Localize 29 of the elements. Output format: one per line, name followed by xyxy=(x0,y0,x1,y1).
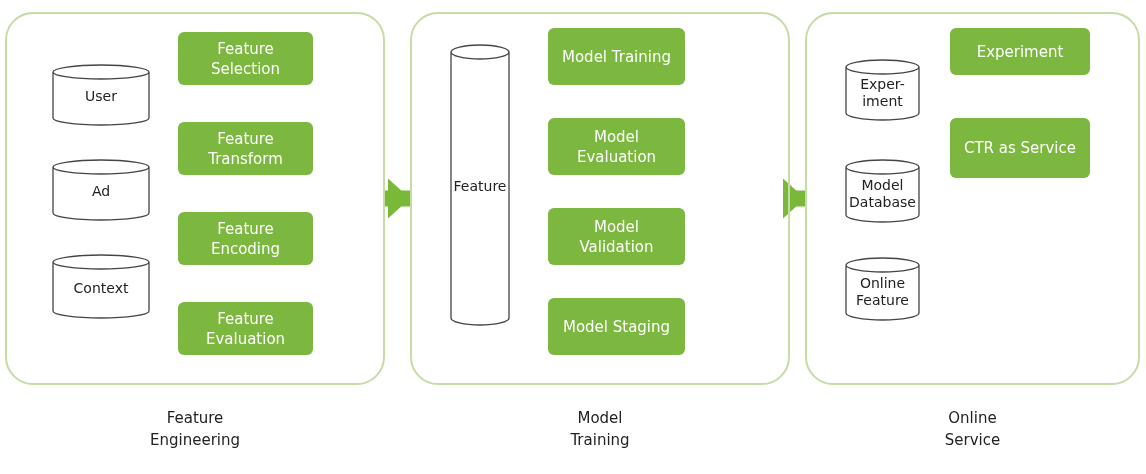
cylinder-label: Context xyxy=(73,279,129,297)
cylinder-label: Online Feature xyxy=(855,275,910,310)
arrow xyxy=(385,178,410,219)
process-box: Model Evaluation xyxy=(548,118,685,175)
database-cylinder xyxy=(52,160,150,220)
database-cylinder xyxy=(52,65,150,125)
process-box: CTR as Service xyxy=(950,118,1090,178)
process-box: Feature Evaluation xyxy=(178,302,313,355)
database-cylinder xyxy=(52,255,150,318)
database-cylinder xyxy=(845,258,920,320)
arrow xyxy=(783,178,805,219)
process-box: Feature Encoding xyxy=(178,212,313,265)
panel-title: Online Service xyxy=(943,408,1002,451)
process-box: Model Validation xyxy=(548,208,685,265)
cylinder-label: User xyxy=(85,88,117,106)
database-cylinder xyxy=(845,160,920,222)
process-box: Experiment xyxy=(950,28,1090,75)
process-box: Model Staging xyxy=(548,298,685,355)
process-box: Feature Selection xyxy=(178,32,313,85)
database-cylinder xyxy=(845,60,920,120)
cylinder-label: Exper- iment xyxy=(859,76,906,111)
panel-title: Model Training xyxy=(569,408,631,451)
database-cylinder xyxy=(450,45,510,325)
process-box: Feature Transform xyxy=(178,122,313,175)
cylinder-label: Model Database xyxy=(848,177,917,212)
cylinder-label: Feature xyxy=(453,178,507,196)
cylinder-label: Ad xyxy=(91,183,111,201)
panel-title: Feature Engineering xyxy=(149,408,241,451)
process-box: Model Training xyxy=(548,28,685,85)
